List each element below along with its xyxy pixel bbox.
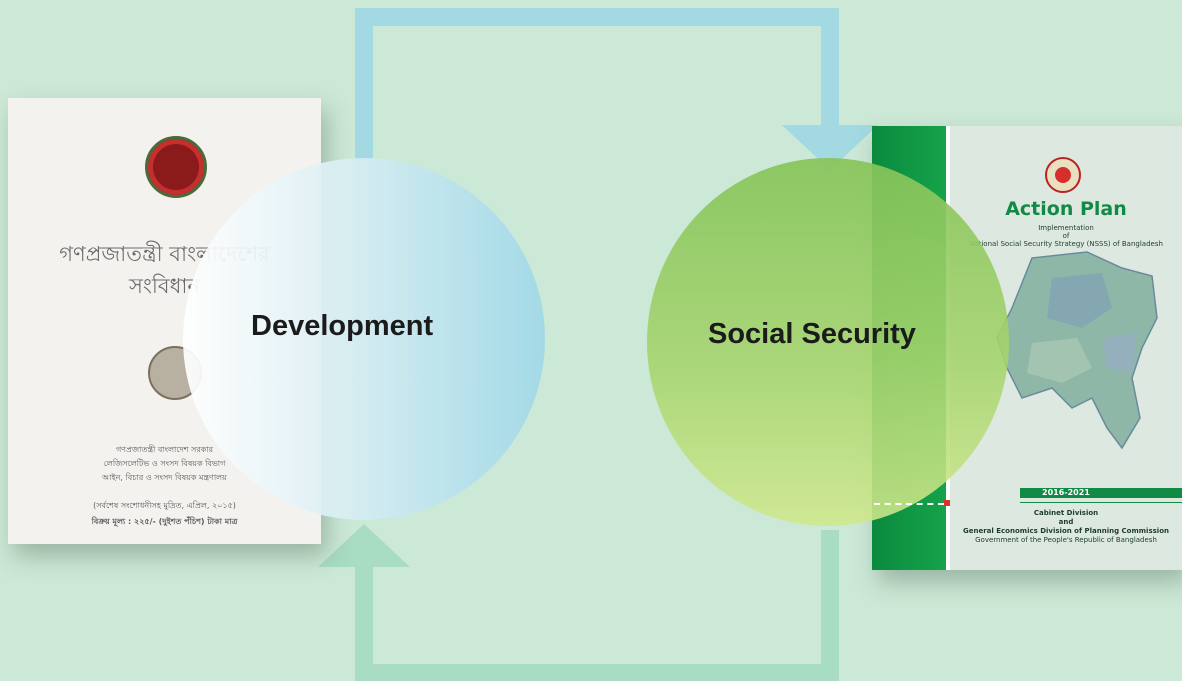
action-plan-subtitle-2: of bbox=[1062, 232, 1070, 240]
action-plan-subtitle-3: National Social Security Strategy (NSSS)… bbox=[969, 240, 1163, 248]
plan-years-rule bbox=[1020, 502, 1182, 503]
top-arrow-head bbox=[782, 125, 878, 170]
social-security-circle bbox=[647, 158, 1009, 526]
footer-line-1: (সর্বশেষ সংশোধনীসহ মুদ্রিত, এপ্রিল, ২০১৫… bbox=[93, 501, 236, 510]
top-arrow-path bbox=[355, 8, 839, 160]
bottom-arrow-path bbox=[355, 530, 839, 681]
publisher-line-2: লেজিসলেটিভ ও সংসদ বিষয়ক বিভাগ bbox=[103, 459, 226, 468]
cover-dashed-line bbox=[874, 503, 944, 505]
government-seal-icon bbox=[1045, 157, 1081, 193]
development-circle bbox=[183, 158, 545, 520]
cover-red-marker bbox=[944, 500, 950, 506]
publisher-line-3: আইন, বিচার ও সংসদ বিষয়ক মন্ত্রণালয় bbox=[102, 473, 227, 482]
action-plan-subtitle-1: Implementation bbox=[1038, 224, 1094, 232]
org-line-4: Government of the People's Republic of B… bbox=[975, 536, 1157, 544]
action-plan-title: Action Plan bbox=[1005, 198, 1127, 220]
org-line-2: and bbox=[1058, 518, 1074, 526]
footer-line-2: বিক্রয় মূল্য : ২২৫/- (দুইশত পঁচিশ) টাকা… bbox=[91, 517, 238, 526]
bangladesh-map-icon bbox=[996, 251, 1158, 450]
publisher-line-1: গণপ্রজাতন্ত্রী বাংলাদেশ সরকার bbox=[115, 445, 214, 454]
org-line-1: Cabinet Division bbox=[1033, 509, 1099, 517]
bottom-arrow-head bbox=[318, 524, 410, 567]
social-security-label: Social Security bbox=[708, 318, 916, 350]
plan-years-banner: 2016-2021 bbox=[1020, 488, 1182, 498]
org-line-3: General Economics Division of Planning C… bbox=[963, 527, 1169, 535]
development-label: Development bbox=[251, 310, 434, 342]
government-seal-icon bbox=[145, 136, 207, 198]
